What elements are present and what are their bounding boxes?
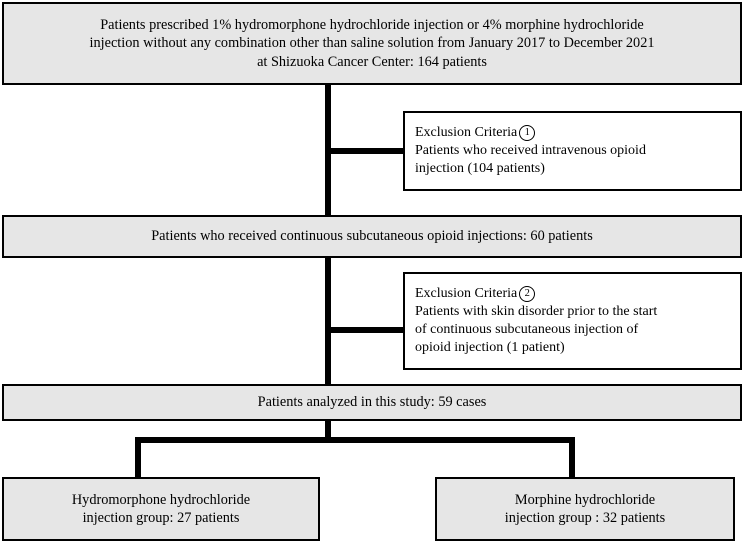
connector-analyzed-stem bbox=[325, 421, 331, 443]
hydromorphone-line-2: injection group: 27 patients bbox=[82, 510, 240, 526]
circled-number-1-icon: 1 bbox=[519, 125, 536, 142]
morphine-line-1: Morphine hydrochloride bbox=[514, 491, 656, 508]
connector-branch-exclusion-2 bbox=[325, 327, 404, 333]
enrolled-line-3: at Shizuoka Cancer Center: 164 patients bbox=[257, 53, 487, 70]
exclusion-2-line-1: Patients with skin disorder prior to the… bbox=[415, 304, 658, 320]
analyzed-line-1: Patients analyzed in this study: 59 case… bbox=[257, 394, 487, 411]
connector-branch-exclusion-1 bbox=[325, 148, 404, 154]
enrolled-line-1: Patients prescribed 1% hydromorphone hyd… bbox=[100, 17, 644, 34]
connector-split-right-drop bbox=[569, 437, 575, 480]
exclusion-1-heading: Exclusion Criteria bbox=[415, 125, 518, 141]
connector-subcutaneous-to-analyzed bbox=[325, 258, 331, 384]
exclusion-2-line-2: of continuous subcutaneous injection of bbox=[415, 322, 639, 337]
subcutaneous-line-1: Patients who received continuous subcuta… bbox=[151, 228, 593, 245]
enrolled-line-2: injection without any combination other … bbox=[89, 35, 655, 52]
morphine-line-2: injection group : 32 patients bbox=[504, 510, 666, 526]
subcutaneous-box: Patients who received continuous subcuta… bbox=[2, 215, 742, 258]
exclusion-1-line-1: Patients who received intravenous opioid bbox=[415, 143, 646, 159]
hydromorphone-group-box: Hydromorphone hydrochloride injection gr… bbox=[2, 477, 320, 541]
morphine-group-box: Morphine hydrochloride injection group :… bbox=[435, 477, 735, 541]
hydromorphone-line-1: Hydromorphone hydrochloride bbox=[71, 491, 251, 508]
circled-number-2-icon: 2 bbox=[519, 286, 536, 303]
exclusion-2-heading: Exclusion Criteria bbox=[415, 286, 518, 302]
exclusion-1-line-2: injection (104 patients) bbox=[415, 160, 545, 176]
analyzed-box: Patients analyzed in this study: 59 case… bbox=[2, 384, 742, 421]
exclusion-2-line-3: opioid injection (1 patient) bbox=[415, 339, 565, 355]
enrolled-box: Patients prescribed 1% hydromorphone hyd… bbox=[2, 2, 742, 85]
connector-split-horizontal bbox=[135, 437, 575, 443]
connector-split-left-drop bbox=[135, 437, 141, 480]
